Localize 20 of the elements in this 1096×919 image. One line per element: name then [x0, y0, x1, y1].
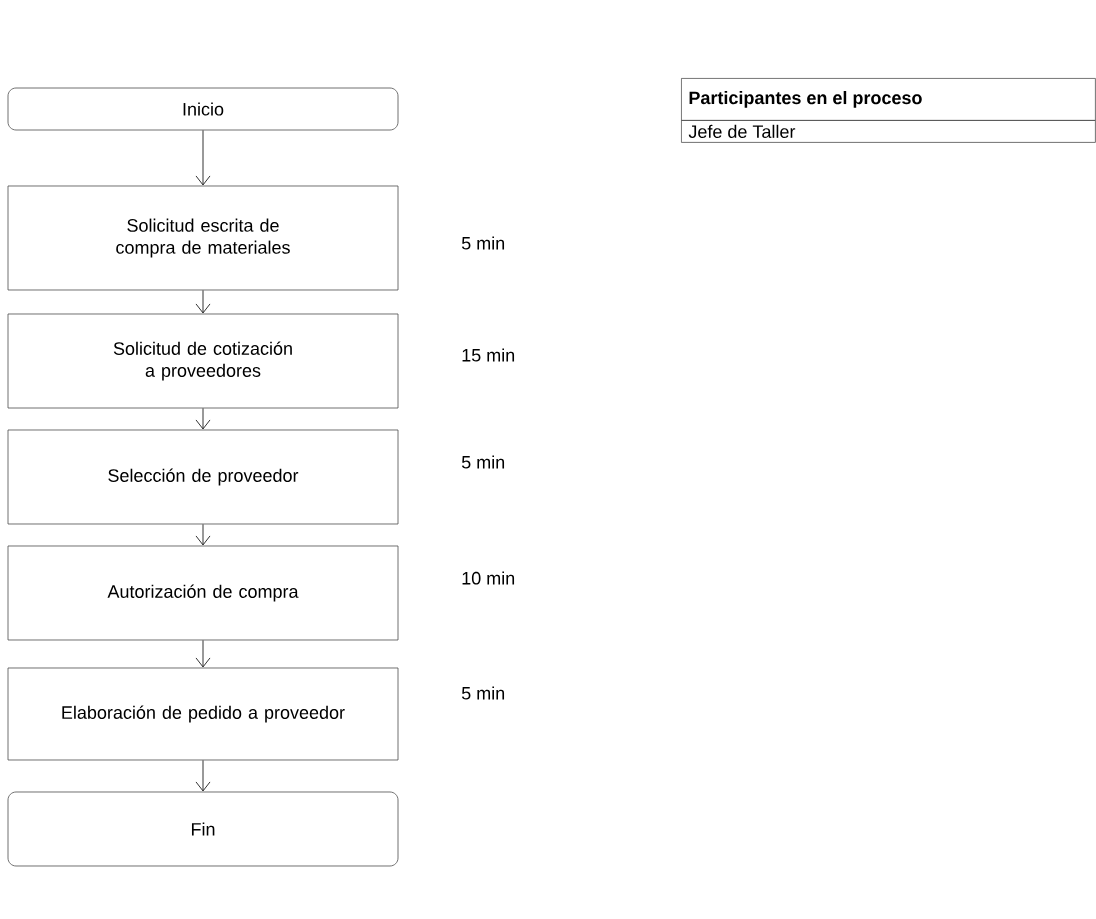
- terminal-box: Inicio: [7, 87, 399, 131]
- terminal-box: Fin: [7, 791, 399, 867]
- duration-label: 5 min: [461, 686, 505, 700]
- arrow: [195, 408, 211, 430]
- arrow: [195, 130, 211, 186]
- arrow: [195, 524, 211, 546]
- process-box: Selección de proveedor: [7, 429, 399, 525]
- arrow: [195, 290, 211, 314]
- process-box: Solicitud escrita de compra de materiales: [7, 185, 399, 291]
- table-cell: Jefe de Taller: [681, 120, 1096, 143]
- process-box: Autorización de compra: [7, 545, 399, 641]
- arrow: [195, 640, 211, 668]
- table-cell: Participantes en el proceso: [681, 78, 1096, 121]
- duration-label: 5 min: [461, 236, 505, 250]
- duration-label: 10 min: [462, 571, 515, 585]
- duration-label: 15 min: [462, 348, 515, 362]
- arrow: [195, 760, 211, 792]
- process-box: Elaboración de pedido a proveedor: [7, 667, 399, 761]
- process-box: Solicitud de cotización a proveedores: [7, 313, 399, 409]
- duration-label: 5 min: [461, 455, 505, 469]
